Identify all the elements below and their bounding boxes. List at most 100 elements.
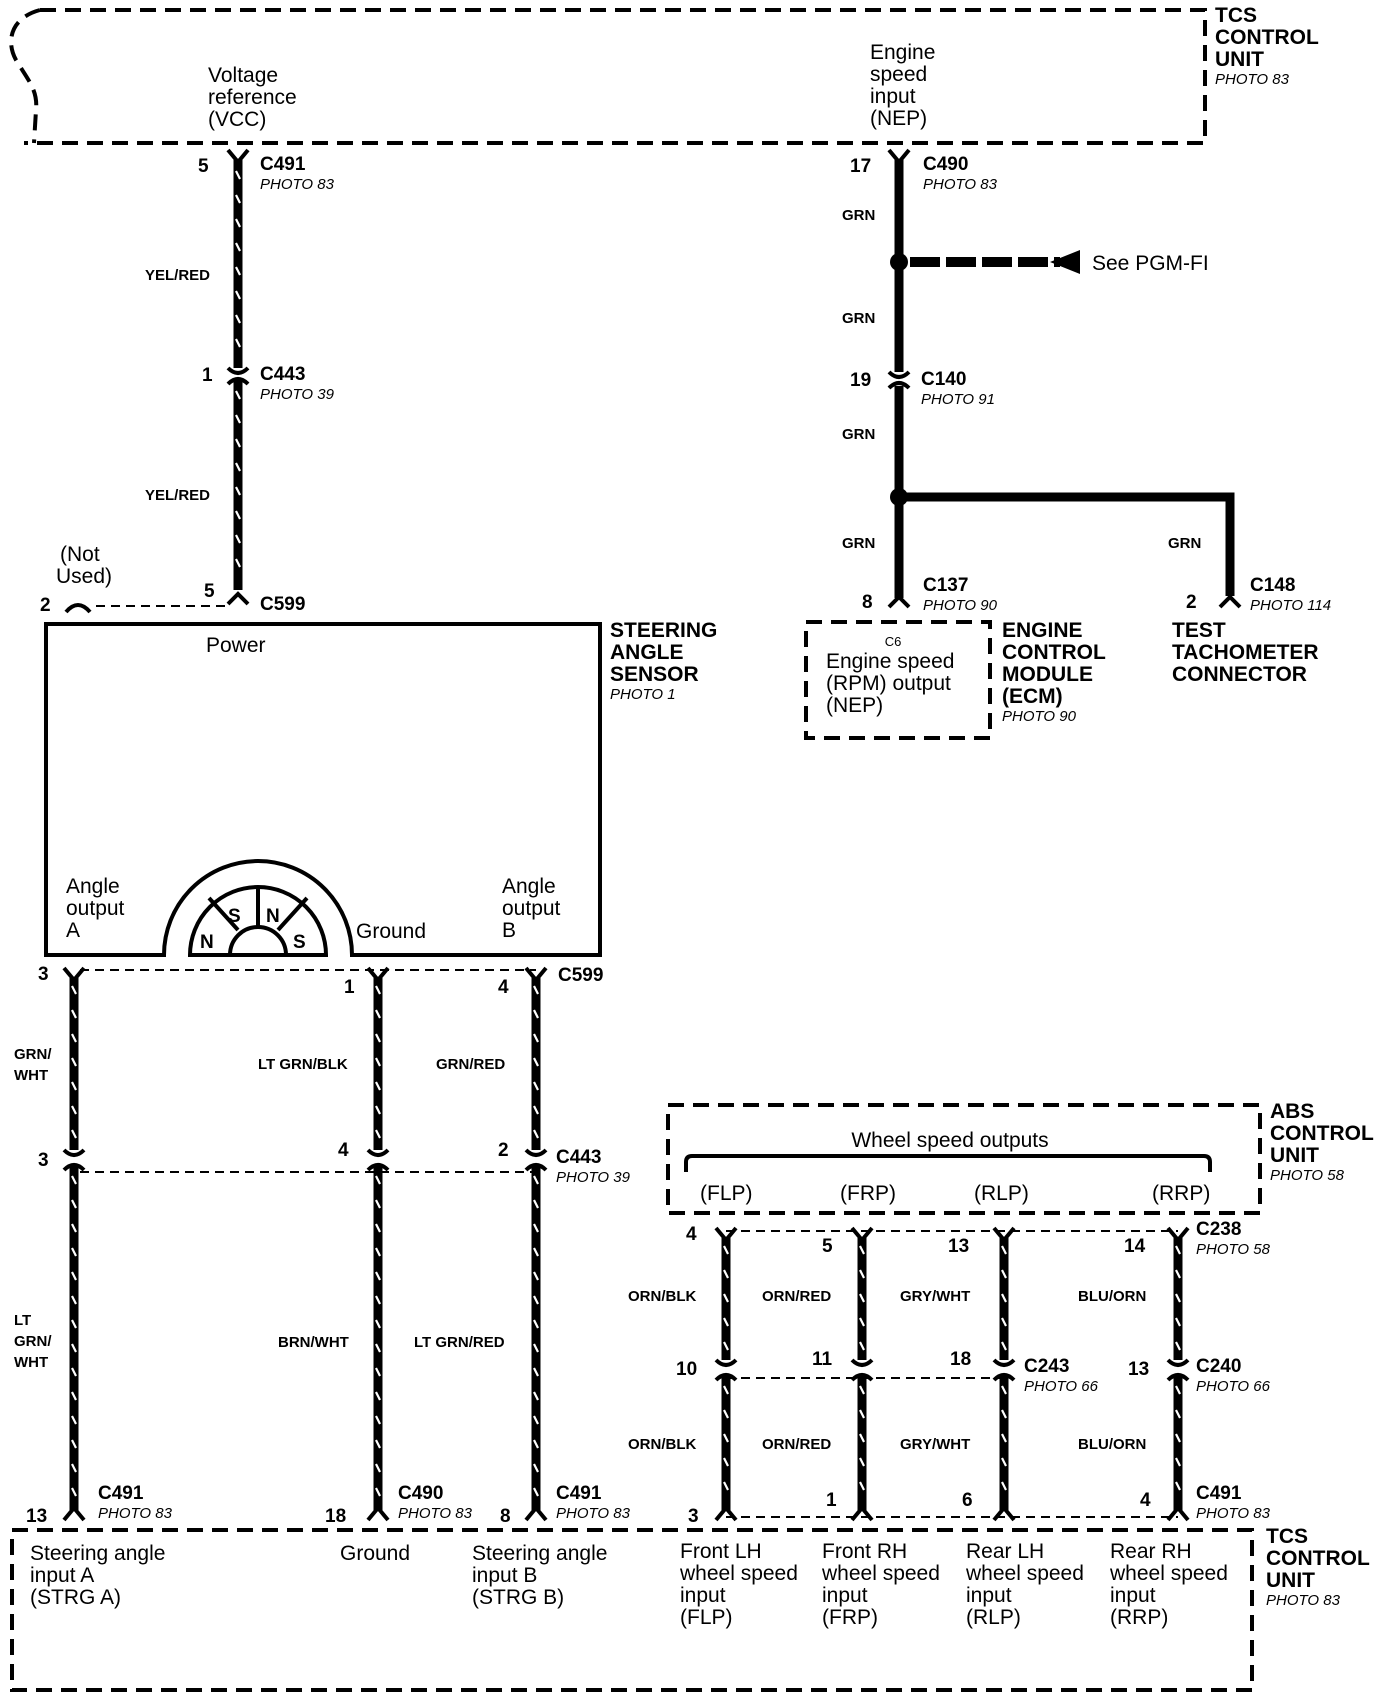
ecm-title-4: (ECM) [1002, 685, 1063, 708]
abs-title-2: CONTROL [1270, 1122, 1374, 1145]
c599-pin-a: 3 [38, 964, 49, 985]
c148-terminal [1218, 594, 1242, 609]
c240-photo: PHOTO 66 [1196, 1378, 1271, 1395]
wire-hatch [723, 1317, 729, 1327]
supply-wire: 5 C491 PHOTO 83 YEL/RED 1 C443 PHOTO 39 … [40, 148, 335, 616]
tach-title-3: CONNECTOR [1172, 663, 1307, 686]
ecm-output-1: Engine speed [826, 650, 954, 673]
steering-angle-sensor: N S N S Power Angle output A Ground Angl… [44, 619, 717, 957]
c599-pin-b: 4 [498, 977, 509, 998]
strg-a-1: Steering angle [30, 1542, 165, 1565]
strg-a-2: input A [30, 1564, 94, 1587]
c599-bottom-name: C599 [558, 965, 603, 986]
not-used-2: Used) [56, 565, 112, 588]
wire-hatch [235, 558, 241, 568]
wire-hatch [375, 1129, 381, 1139]
c443-bottom-photo: PHOTO 39 [556, 1169, 631, 1186]
tcs-bottom-photo: PHOTO 83 [1266, 1592, 1341, 1609]
c491-bottom-b-name: C491 [556, 1483, 602, 1504]
magnet-s-1: S [228, 906, 241, 927]
wire-hatch [533, 1439, 539, 1449]
rlp-4: (RLP) [966, 1606, 1021, 1629]
wire-hatch [1001, 1293, 1007, 1303]
ecm-output-2: (RPM) output [826, 672, 951, 695]
flp-3: input [680, 1584, 726, 1607]
wire-hatch [533, 1367, 539, 1377]
not-used-1: (Not [60, 543, 100, 566]
tcs-ground-label: Ground [340, 1542, 410, 1565]
svg-text:CONTROL: CONTROL [1215, 26, 1319, 49]
wire-hatch [533, 1223, 539, 1233]
wire-hatch [723, 1457, 729, 1467]
wire-hatch [71, 1199, 77, 1209]
tcs-unit-bottom: Steering angle input A (STRG A) Ground S… [10, 1525, 1370, 1692]
c443-top-photo: PHOTO 39 [260, 386, 335, 403]
c491-top-name: C491 [260, 154, 306, 175]
abs-title-3: UNIT [1270, 1144, 1319, 1167]
wire-hatch [71, 1487, 77, 1497]
sensor-photo: PHOTO 1 [610, 686, 676, 703]
c443-top-terminal [226, 366, 250, 386]
rlp-1: Rear LH [966, 1540, 1044, 1563]
c490-top-pin: 17 [850, 156, 871, 177]
c148-name: C148 [1250, 575, 1295, 596]
c491-bottom-a-photo: PHOTO 83 [98, 1505, 173, 1522]
wire-hatch [533, 1463, 539, 1473]
abs-unit: Wheel speed outputs (FLP) (FRP) (RLP) (R… [666, 1100, 1374, 1215]
wire-grn-tach [899, 492, 1235, 596]
rlp-3: input [966, 1584, 1012, 1607]
wire-hatch [533, 1343, 539, 1353]
tcs-bottom-title-3: UNIT [1266, 1569, 1315, 1592]
wire-label-lt-grn-wht-3: WHT [14, 1354, 48, 1371]
c243-photo: PHOTO 66 [1024, 1378, 1099, 1395]
svg-text:TCS: TCS [1215, 4, 1257, 27]
ecm-title-1: ENGINE [1002, 619, 1083, 642]
wire-hatch [375, 1033, 381, 1043]
ecm-title-3: MODULE [1002, 663, 1093, 686]
wire-hatch [235, 218, 241, 228]
wire-hatch [375, 1105, 381, 1115]
strg-b-3: (STRG B) [472, 1586, 564, 1609]
c443-top-name: C443 [260, 364, 305, 385]
abs-output-rrp: (RRP) [1152, 1182, 1210, 1205]
not-used-pin: 2 [40, 595, 51, 616]
wire-hatch [533, 1319, 539, 1329]
wire-hatch [375, 1343, 381, 1353]
wire-hatch [1001, 1341, 1007, 1351]
c443-bottom-terminals [62, 1148, 548, 1172]
angle-b-3: B [502, 919, 516, 942]
wire-hatch [723, 1433, 729, 1443]
wire-hatch [235, 194, 241, 204]
wire-hatch [235, 438, 241, 448]
nep-label-2: speed [870, 63, 927, 86]
wire-hatch [235, 314, 241, 324]
c238-pin-14: 14 [1124, 1236, 1146, 1257]
wire-hatch [1001, 1409, 1007, 1419]
wire-hatch [375, 1415, 381, 1425]
wire-hatch [71, 1175, 77, 1185]
c599-top-name: C599 [260, 594, 305, 615]
wire-hatch [71, 1439, 77, 1449]
wire-hatch [1175, 1385, 1181, 1395]
wire-label-gry-wht-2: GRY/WHT [900, 1436, 970, 1453]
tach-title-1: TEST [1172, 619, 1226, 642]
c140-name: C140 [921, 369, 966, 390]
wire-hatch [71, 1129, 77, 1139]
rrp-2: wheel speed [1109, 1562, 1228, 1585]
c238-photo: PHOTO 58 [1196, 1241, 1271, 1258]
c137-photo: PHOTO 90 [923, 597, 998, 614]
c148-photo: PHOTO 114 [1250, 597, 1331, 614]
wire-label-grn-wht-2: WHT [14, 1067, 48, 1084]
wire-label-lt-grn-wht-2: GRN/ [14, 1333, 52, 1350]
c137-pin: 8 [862, 592, 873, 613]
wire-hatch [375, 1199, 381, 1209]
c140-photo: PHOTO 91 [921, 391, 995, 408]
flp-1: Front LH [680, 1540, 762, 1563]
ecm-pin-label: C6 [885, 634, 902, 649]
c599-bottom-terminals [62, 966, 548, 984]
c243-name: C243 [1024, 1356, 1069, 1377]
angle-a-2: output [66, 897, 125, 920]
strg-b-1: Steering angle [472, 1542, 607, 1565]
wire-hatch [723, 1269, 729, 1279]
